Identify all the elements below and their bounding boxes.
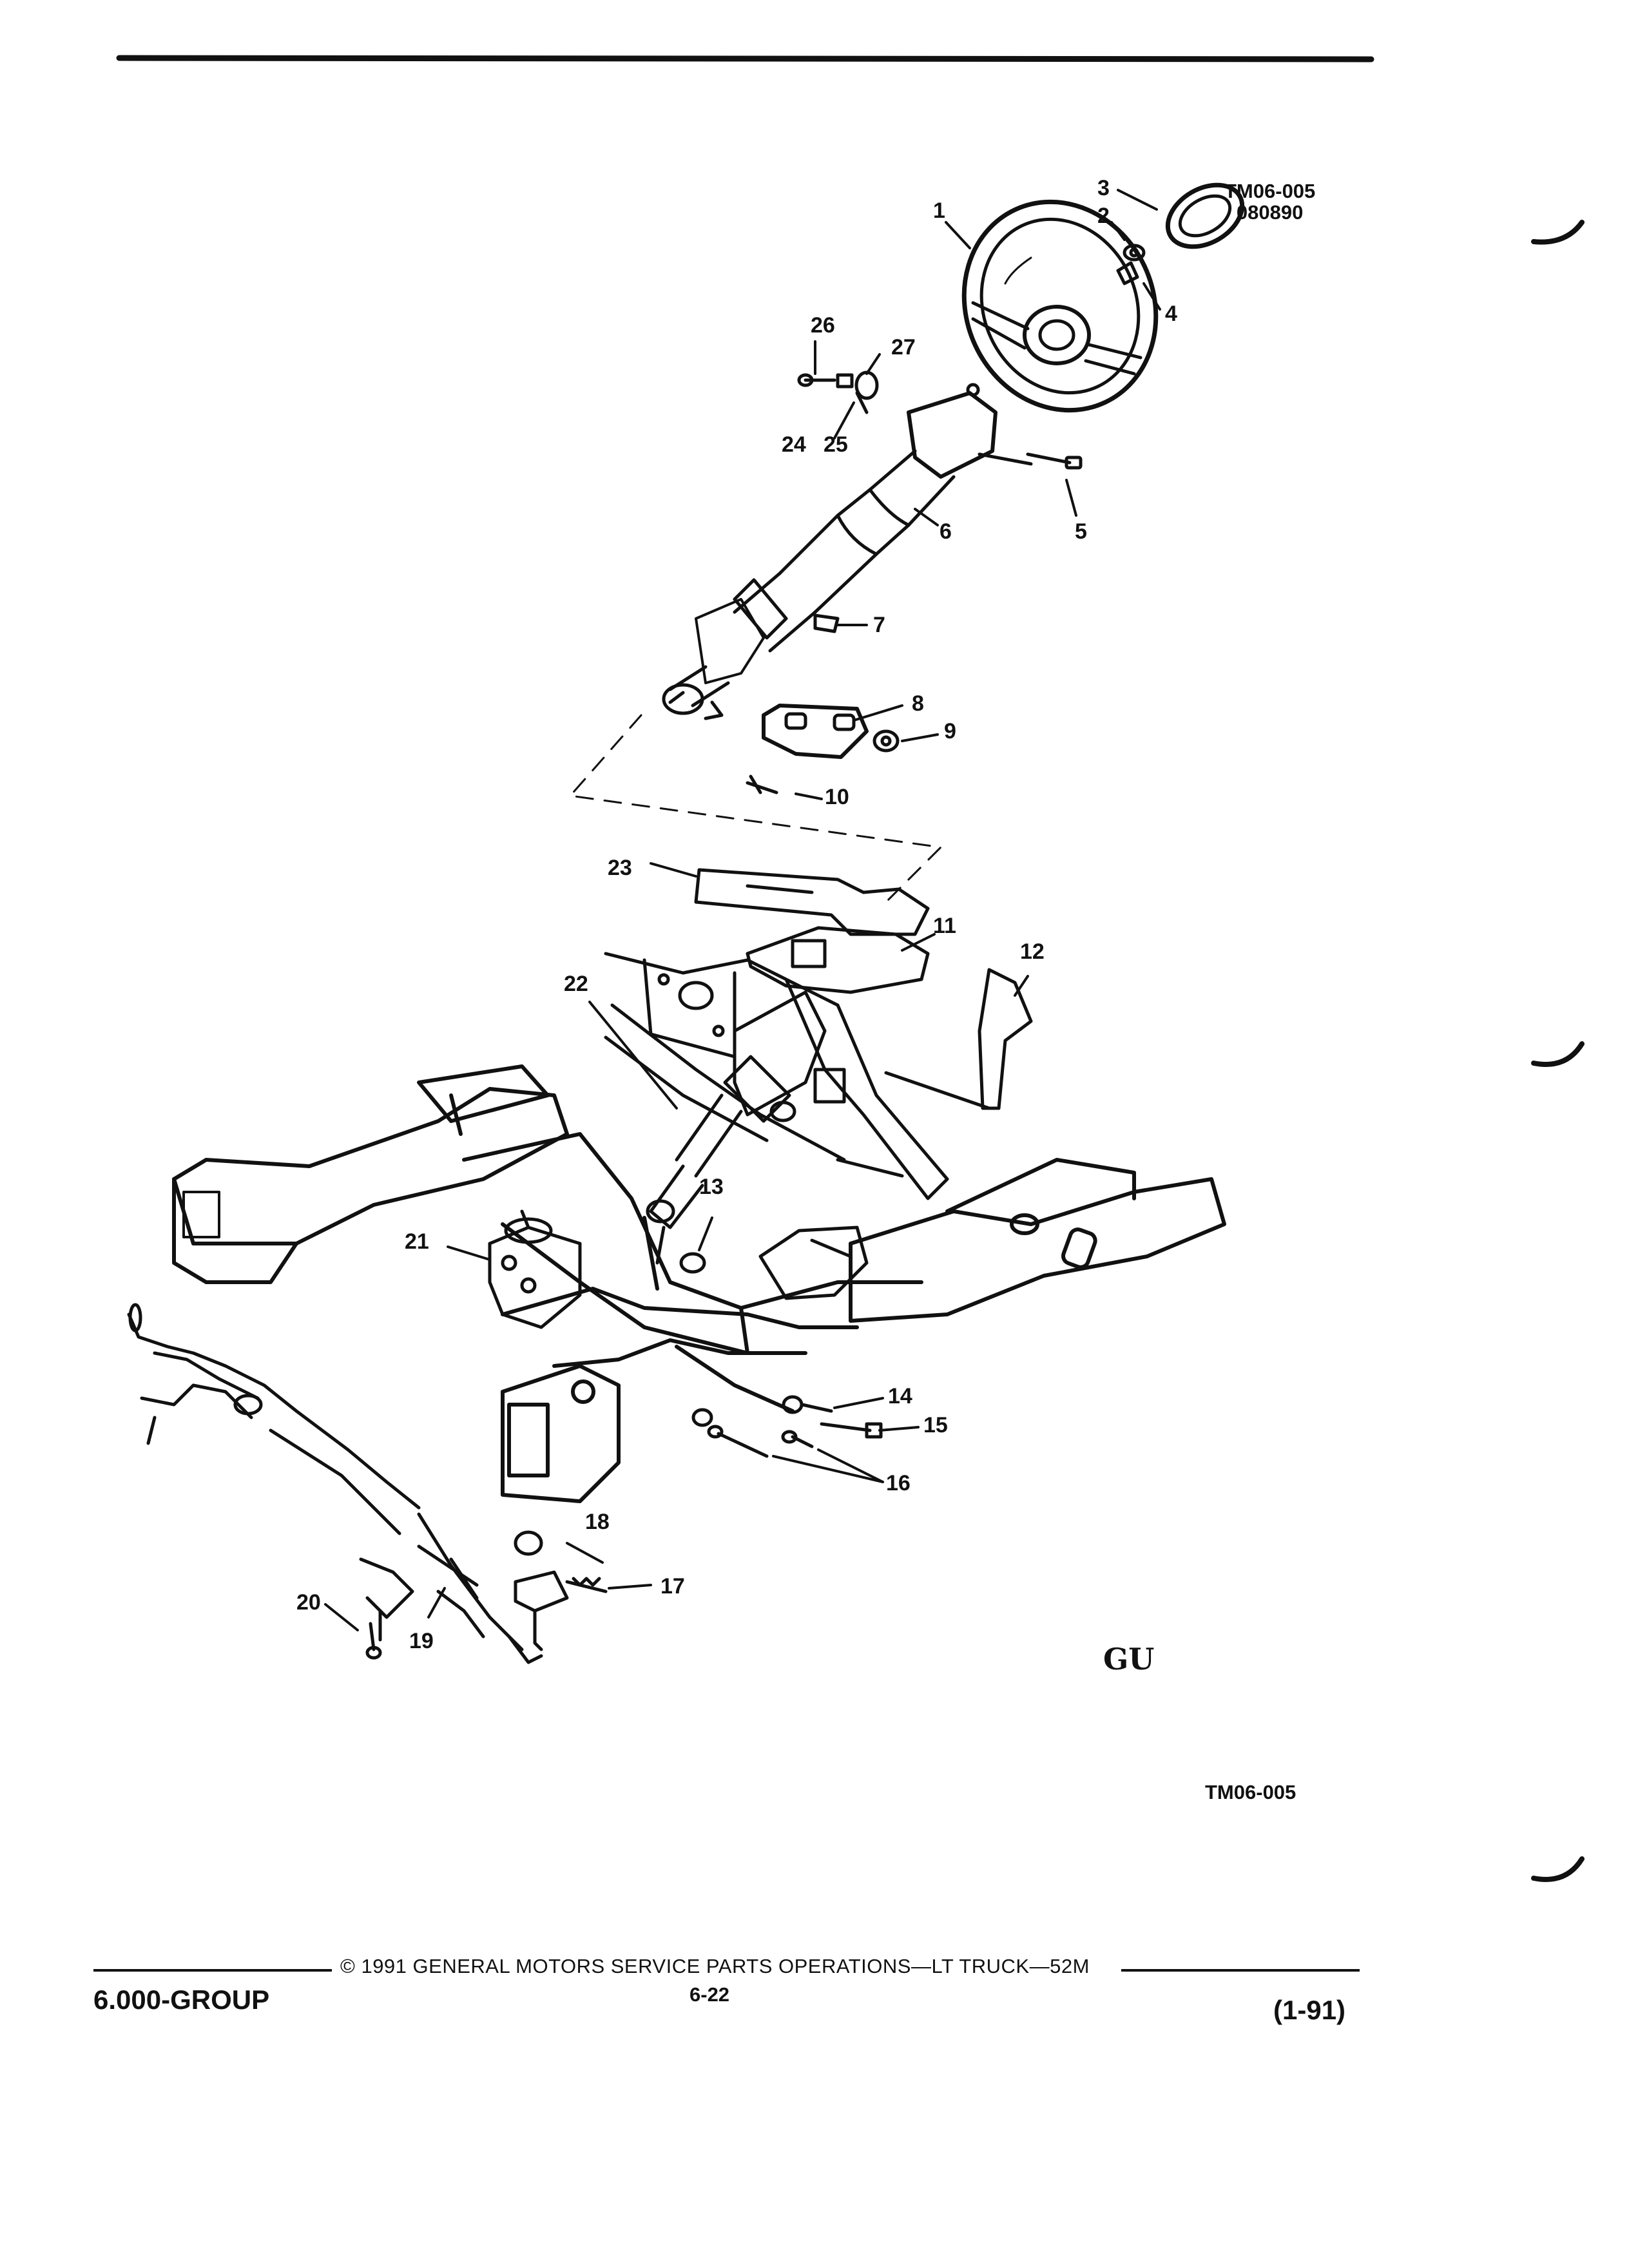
callout-25: 25 [824,432,848,457]
dash-brace [884,968,1033,1110]
gu-logo-text: GU [1103,1642,1155,1677]
callout-24: 24 [782,432,806,457]
callout-17: 17 [660,1574,685,1599]
footer-page-number: 6-22 [689,1983,730,2006]
bolt-20 [365,1622,382,1660]
callout-4: 4 [1165,302,1177,326]
frame-front-crossmember [501,1287,859,1503]
callout-1: 1 [933,198,945,223]
frame-right-rail [849,1158,1226,1323]
callout-20: 20 [296,1590,321,1615]
callout-12: 12 [1020,939,1045,964]
upper-support-bracket [694,868,930,936]
figure-code-text: TM06-005 [1224,180,1316,202]
leader-lines [324,189,1161,1631]
callout-5: 5 [1075,519,1087,544]
firewall-panel [604,952,949,1200]
wheel-nut [1123,244,1146,262]
callout-9: 9 [944,719,956,744]
shaft-nut-13 [679,1252,706,1274]
footer-revision-date: (1-91) [1273,1995,1346,2025]
callout-11: 11 [933,914,956,938]
callout-16: 16 [886,1471,911,1495]
gu-logo: GU [1103,1642,1154,1677]
column-clamp [762,704,869,759]
top-rule [116,55,1374,62]
callout-22: 22 [564,972,588,996]
column-nut-7 [813,613,840,633]
fastener-set-24-27 [797,370,879,414]
callout-6: 6 [940,519,952,544]
edge-mark [1531,220,1585,245]
clamp-nut [872,729,900,753]
callout-14: 14 [888,1384,912,1408]
steering-gear [488,1209,582,1329]
edge-mark [1531,1041,1585,1067]
engine-mount [758,1225,869,1300]
lower-support-bracket [746,926,930,994]
intermediate-shaft [646,1055,796,1265]
callout-27: 27 [891,335,916,360]
tie-rod-end-19 [417,1544,479,1587]
edge-mark [1531,1856,1585,1882]
callout-21: 21 [405,1229,429,1254]
steering-wheel [961,199,1159,413]
steering-column [662,383,1033,720]
frame-bolts [691,1338,883,1458]
tie-rod-end-17-18 [514,1530,608,1651]
callout-3: 3 [1097,176,1110,200]
callout-15: 15 [923,1413,948,1437]
bottom-figure-code: TM06-005 [1205,1781,1296,1803]
figure-date-text: 080890 [1236,201,1304,224]
tie-rod-linkage [127,1303,543,1664]
callout-8: 8 [912,691,924,716]
column-bolt [1026,452,1083,470]
callout-23: 23 [608,856,632,880]
callout-7: 7 [873,613,885,637]
clamp-bolt [746,774,778,794]
callout-26: 26 [811,313,835,338]
alignment-guide [569,714,942,907]
horn-cap [1165,182,1245,249]
wheel-washer [1116,261,1139,285]
callout-13: 13 [699,1175,724,1199]
callout-10: 10 [825,785,849,809]
footer-copyright: © 1991 GENERAL MOTORS SERVICE PARTS OPER… [340,1955,1090,1977]
callout-19: 19 [409,1629,434,1653]
callout-18: 18 [585,1510,610,1534]
figure-code: TM06-005 080890 [1224,180,1315,224]
callout-2: 2 [1097,204,1110,228]
footer-group-label: 6.000-GROUP [93,1984,270,2015]
frame-left-rail [172,1064,569,1284]
